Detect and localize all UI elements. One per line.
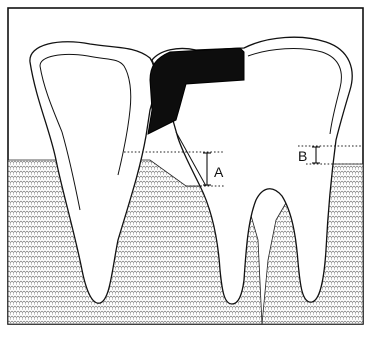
label-a: A [214, 164, 224, 180]
label-b: B [298, 148, 307, 164]
